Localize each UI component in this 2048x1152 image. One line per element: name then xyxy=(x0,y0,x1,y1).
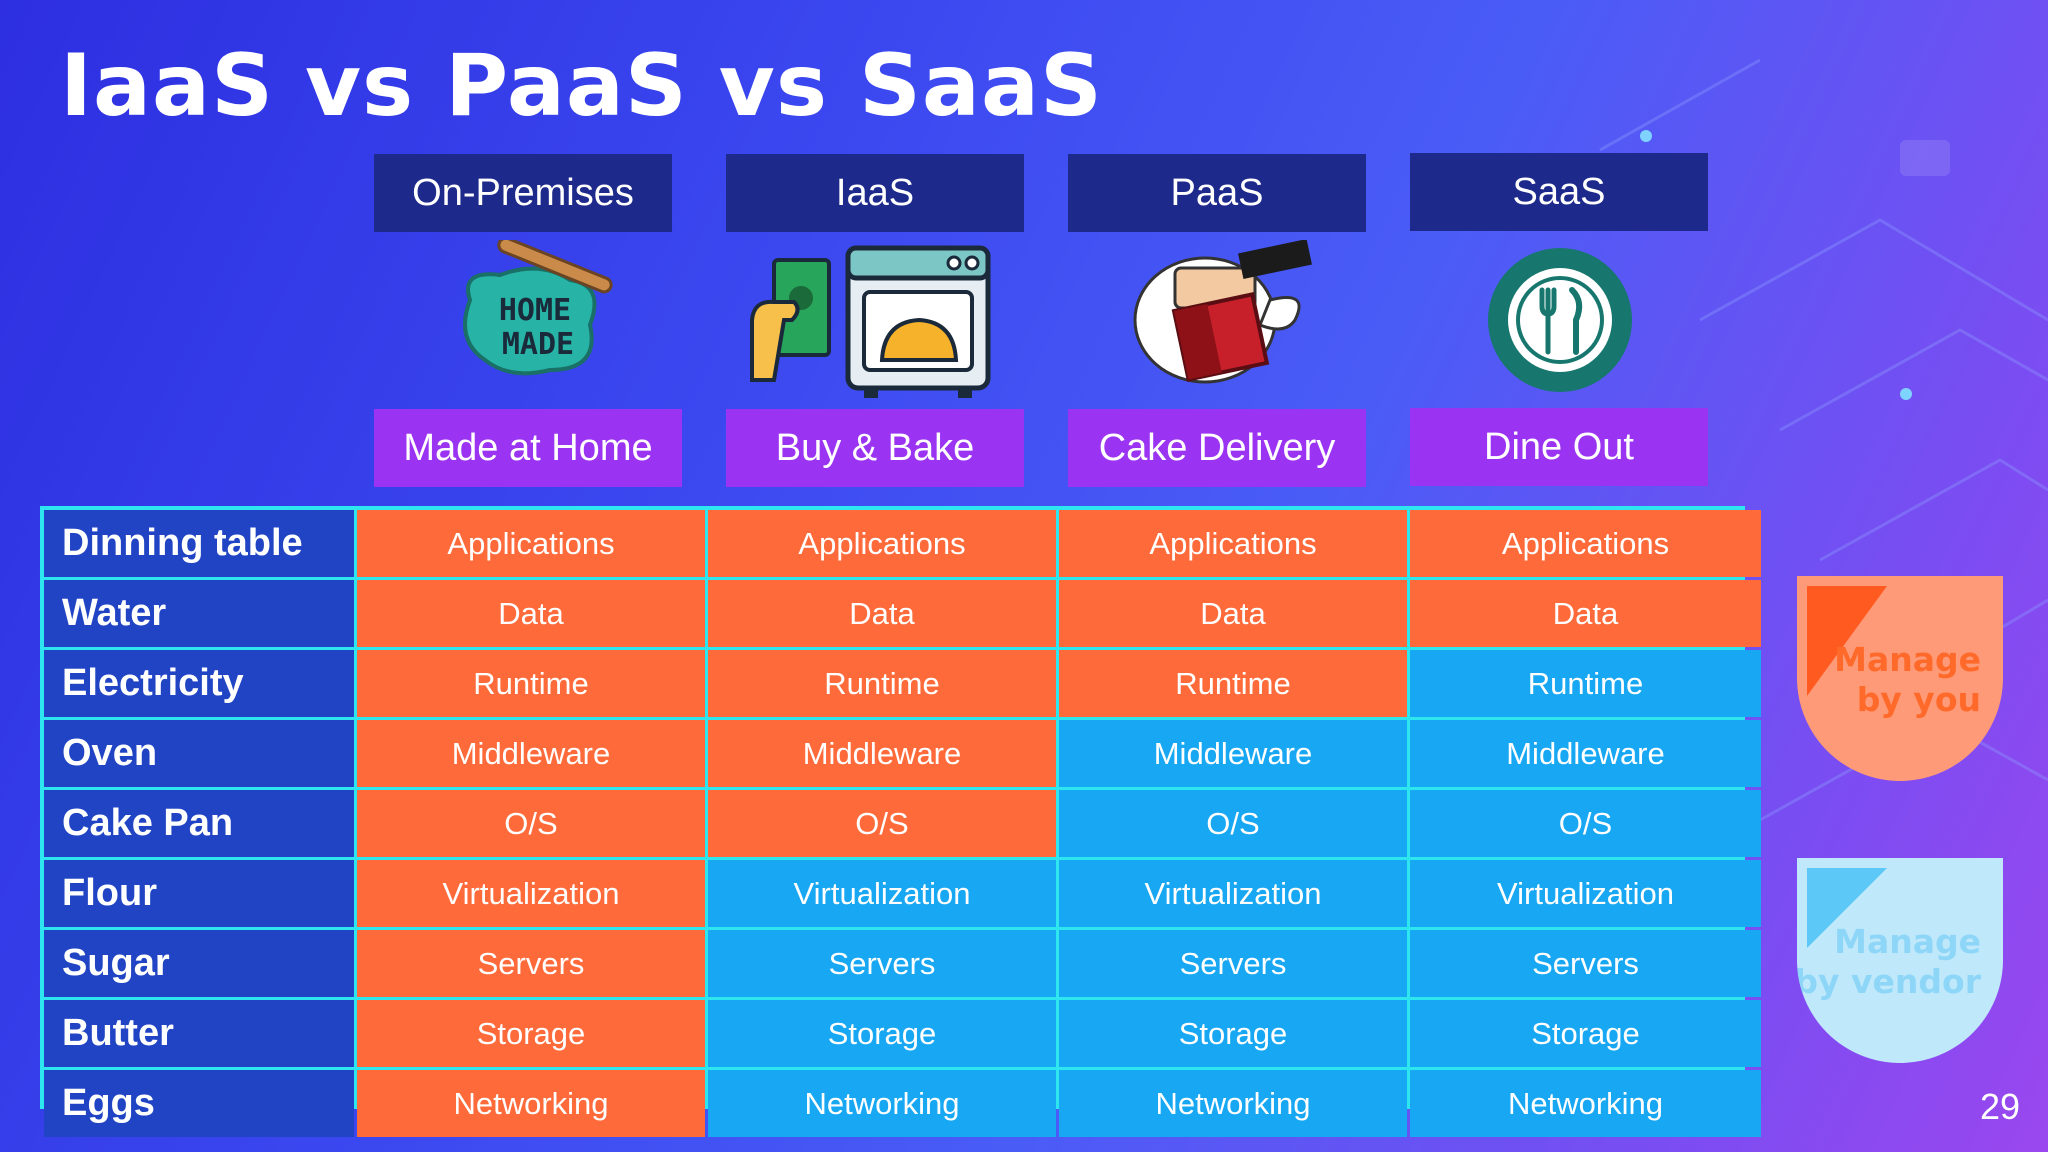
label-cake-delivery: Cake Delivery xyxy=(1068,409,1366,487)
label-made-at-home: Made at Home xyxy=(374,409,682,487)
table-cell: Virtualization xyxy=(708,860,1056,927)
table-cell: Networking xyxy=(1059,1070,1407,1137)
row-label: Cake Pan xyxy=(44,790,354,857)
table-cell: Runtime xyxy=(708,650,1056,717)
legend-vendor-line2: by vendor xyxy=(1797,962,1981,1001)
legend-you-swatch xyxy=(1807,586,1887,696)
label-buy-and-bake: Buy & Bake xyxy=(726,409,1024,487)
table-cell: Applications xyxy=(708,510,1056,577)
row-label: Flour xyxy=(44,860,354,927)
home-made-icon: HOME MADE xyxy=(463,240,613,376)
legend-vendor-swatch xyxy=(1807,868,1887,948)
table-cell: Runtime xyxy=(1410,650,1761,717)
row-label: Oven xyxy=(44,720,354,787)
table-cell: Data xyxy=(1059,580,1407,647)
column-header-iaas: IaaS xyxy=(726,154,1024,232)
table-cell: Data xyxy=(1410,580,1761,647)
table-cell: O/S xyxy=(1410,790,1761,857)
row-label: Eggs xyxy=(44,1070,354,1137)
table-cell: Servers xyxy=(708,930,1056,997)
table-cell: Servers xyxy=(1059,930,1407,997)
table-cell: Applications xyxy=(357,510,705,577)
column-header-paas: PaaS xyxy=(1068,154,1366,232)
page-number: 29 xyxy=(1979,1086,2020,1127)
legend-you-line2: by you xyxy=(1856,680,1981,719)
table-cell: Networking xyxy=(1410,1070,1761,1137)
table-cell: O/S xyxy=(708,790,1056,857)
column-header-on-premises: On-Premises xyxy=(374,154,672,232)
table-cell: Virtualization xyxy=(1059,860,1407,927)
table-cell: Networking xyxy=(357,1070,705,1137)
table-cell: Storage xyxy=(357,1000,705,1067)
column-header-saas: SaaS xyxy=(1410,153,1708,231)
row-label: Sugar xyxy=(44,930,354,997)
table-cell: Storage xyxy=(1410,1000,1761,1067)
page-title: IaaS vs PaaS vs SaaS xyxy=(60,36,1103,136)
svg-text:HOME: HOME xyxy=(499,293,571,328)
table-cell: Storage xyxy=(708,1000,1056,1067)
legend-you-line1: Manage xyxy=(1834,640,1981,679)
table-cell: Middleware xyxy=(357,720,705,787)
row-label: Water xyxy=(44,580,354,647)
table-cell: Networking xyxy=(708,1070,1056,1137)
dine-out-plate-icon xyxy=(1488,248,1632,392)
table-cell: Runtime xyxy=(357,650,705,717)
legend-vendor-line1: Manage xyxy=(1834,922,1981,961)
row-label: Dinning table xyxy=(44,510,354,577)
table-cell: Storage xyxy=(1059,1000,1407,1067)
table-cell: Middleware xyxy=(1410,720,1761,787)
table-cell: O/S xyxy=(1059,790,1407,857)
table-cell: Servers xyxy=(1410,930,1761,997)
table-cell: Runtime xyxy=(1059,650,1407,717)
label-dine-out: Dine Out xyxy=(1410,408,1708,486)
table-cell: O/S xyxy=(357,790,705,857)
table-cell: Middleware xyxy=(1059,720,1407,787)
buy-and-bake-oven-icon xyxy=(750,245,991,398)
table-cell: Virtualization xyxy=(1410,860,1761,927)
table-cell: Data xyxy=(708,580,1056,647)
cake-delivery-icon xyxy=(1133,240,1312,384)
table-cell: Virtualization xyxy=(357,860,705,927)
table-cell: Data xyxy=(357,580,705,647)
svg-text:MADE: MADE xyxy=(502,327,574,362)
row-label: Butter xyxy=(44,1000,354,1067)
row-label: Electricity xyxy=(44,650,354,717)
table-cell: Middleware xyxy=(708,720,1056,787)
table-cell: Applications xyxy=(1410,510,1761,577)
table-cell: Applications xyxy=(1059,510,1407,577)
table-cell: Servers xyxy=(357,930,705,997)
